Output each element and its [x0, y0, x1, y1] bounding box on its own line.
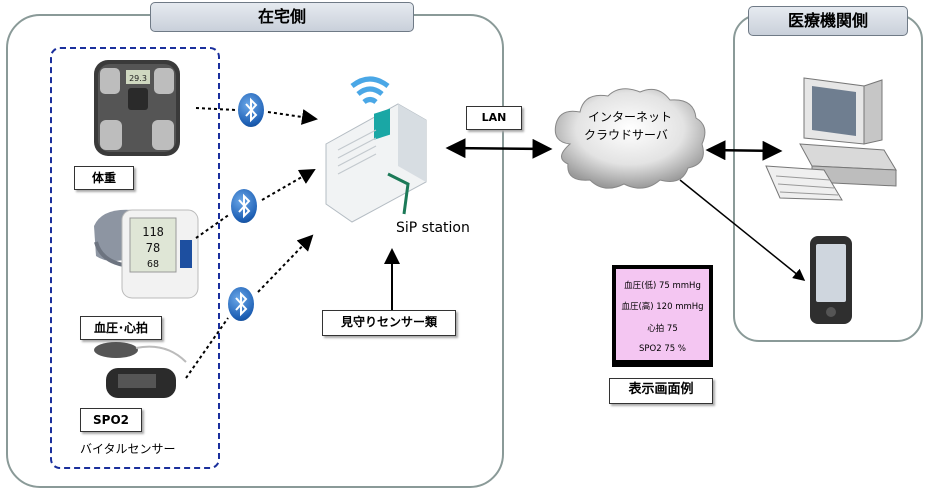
display-line: 血圧(低) 75 mmHg	[624, 281, 701, 291]
display-screen-example: 血圧(低) 75 mmHg 血圧(高) 120 mmHg 心拍 75 SPO2 …	[612, 265, 713, 367]
watch-sensors-label: 見守りセンサー類	[322, 310, 456, 336]
display-line: SPO2 75 %	[639, 344, 686, 354]
vital-sensor-group	[50, 47, 220, 469]
display-line: 心拍 75	[647, 324, 678, 334]
medical-side-title: 医療機関側	[748, 6, 908, 36]
sip-station-device-image	[325, 76, 427, 223]
lan-label: LAN	[466, 106, 522, 130]
svg-text:68: 68	[147, 259, 159, 270]
display-line: 血圧(高) 120 mmHg	[621, 302, 704, 312]
svg-text:78: 78	[146, 241, 160, 255]
blood-pressure-monitor-image: 118 78 68	[94, 209, 199, 299]
bluetooth-icon	[231, 189, 257, 223]
cloud-label-internet: インターネット	[588, 110, 673, 124]
bluetooth-icon	[238, 93, 264, 127]
weight-label: 体重	[74, 166, 134, 190]
spo2-label: SPO2	[80, 408, 142, 432]
svg-text:118: 118	[142, 225, 164, 239]
vital-sensor-caption: バイタルセンサー	[80, 442, 176, 456]
pulse-oximeter-image	[94, 342, 187, 398]
desktop-pc-image	[765, 77, 897, 201]
svg-text:29.3: 29.3	[129, 74, 147, 83]
bluetooth-icon	[228, 287, 254, 321]
sip-station-label: SiP station	[396, 220, 470, 236]
display-example-caption: 表示画面例	[609, 378, 713, 404]
blood-pressure-label: 血圧･心拍	[80, 316, 162, 340]
mobile-device-image	[810, 236, 852, 324]
home-side-title: 在宅側	[150, 2, 414, 32]
body-scale-image: 29.3	[94, 60, 180, 156]
cloud-server-shape	[554, 88, 706, 189]
cloud-label-server: クラウドサーバ	[584, 128, 668, 142]
